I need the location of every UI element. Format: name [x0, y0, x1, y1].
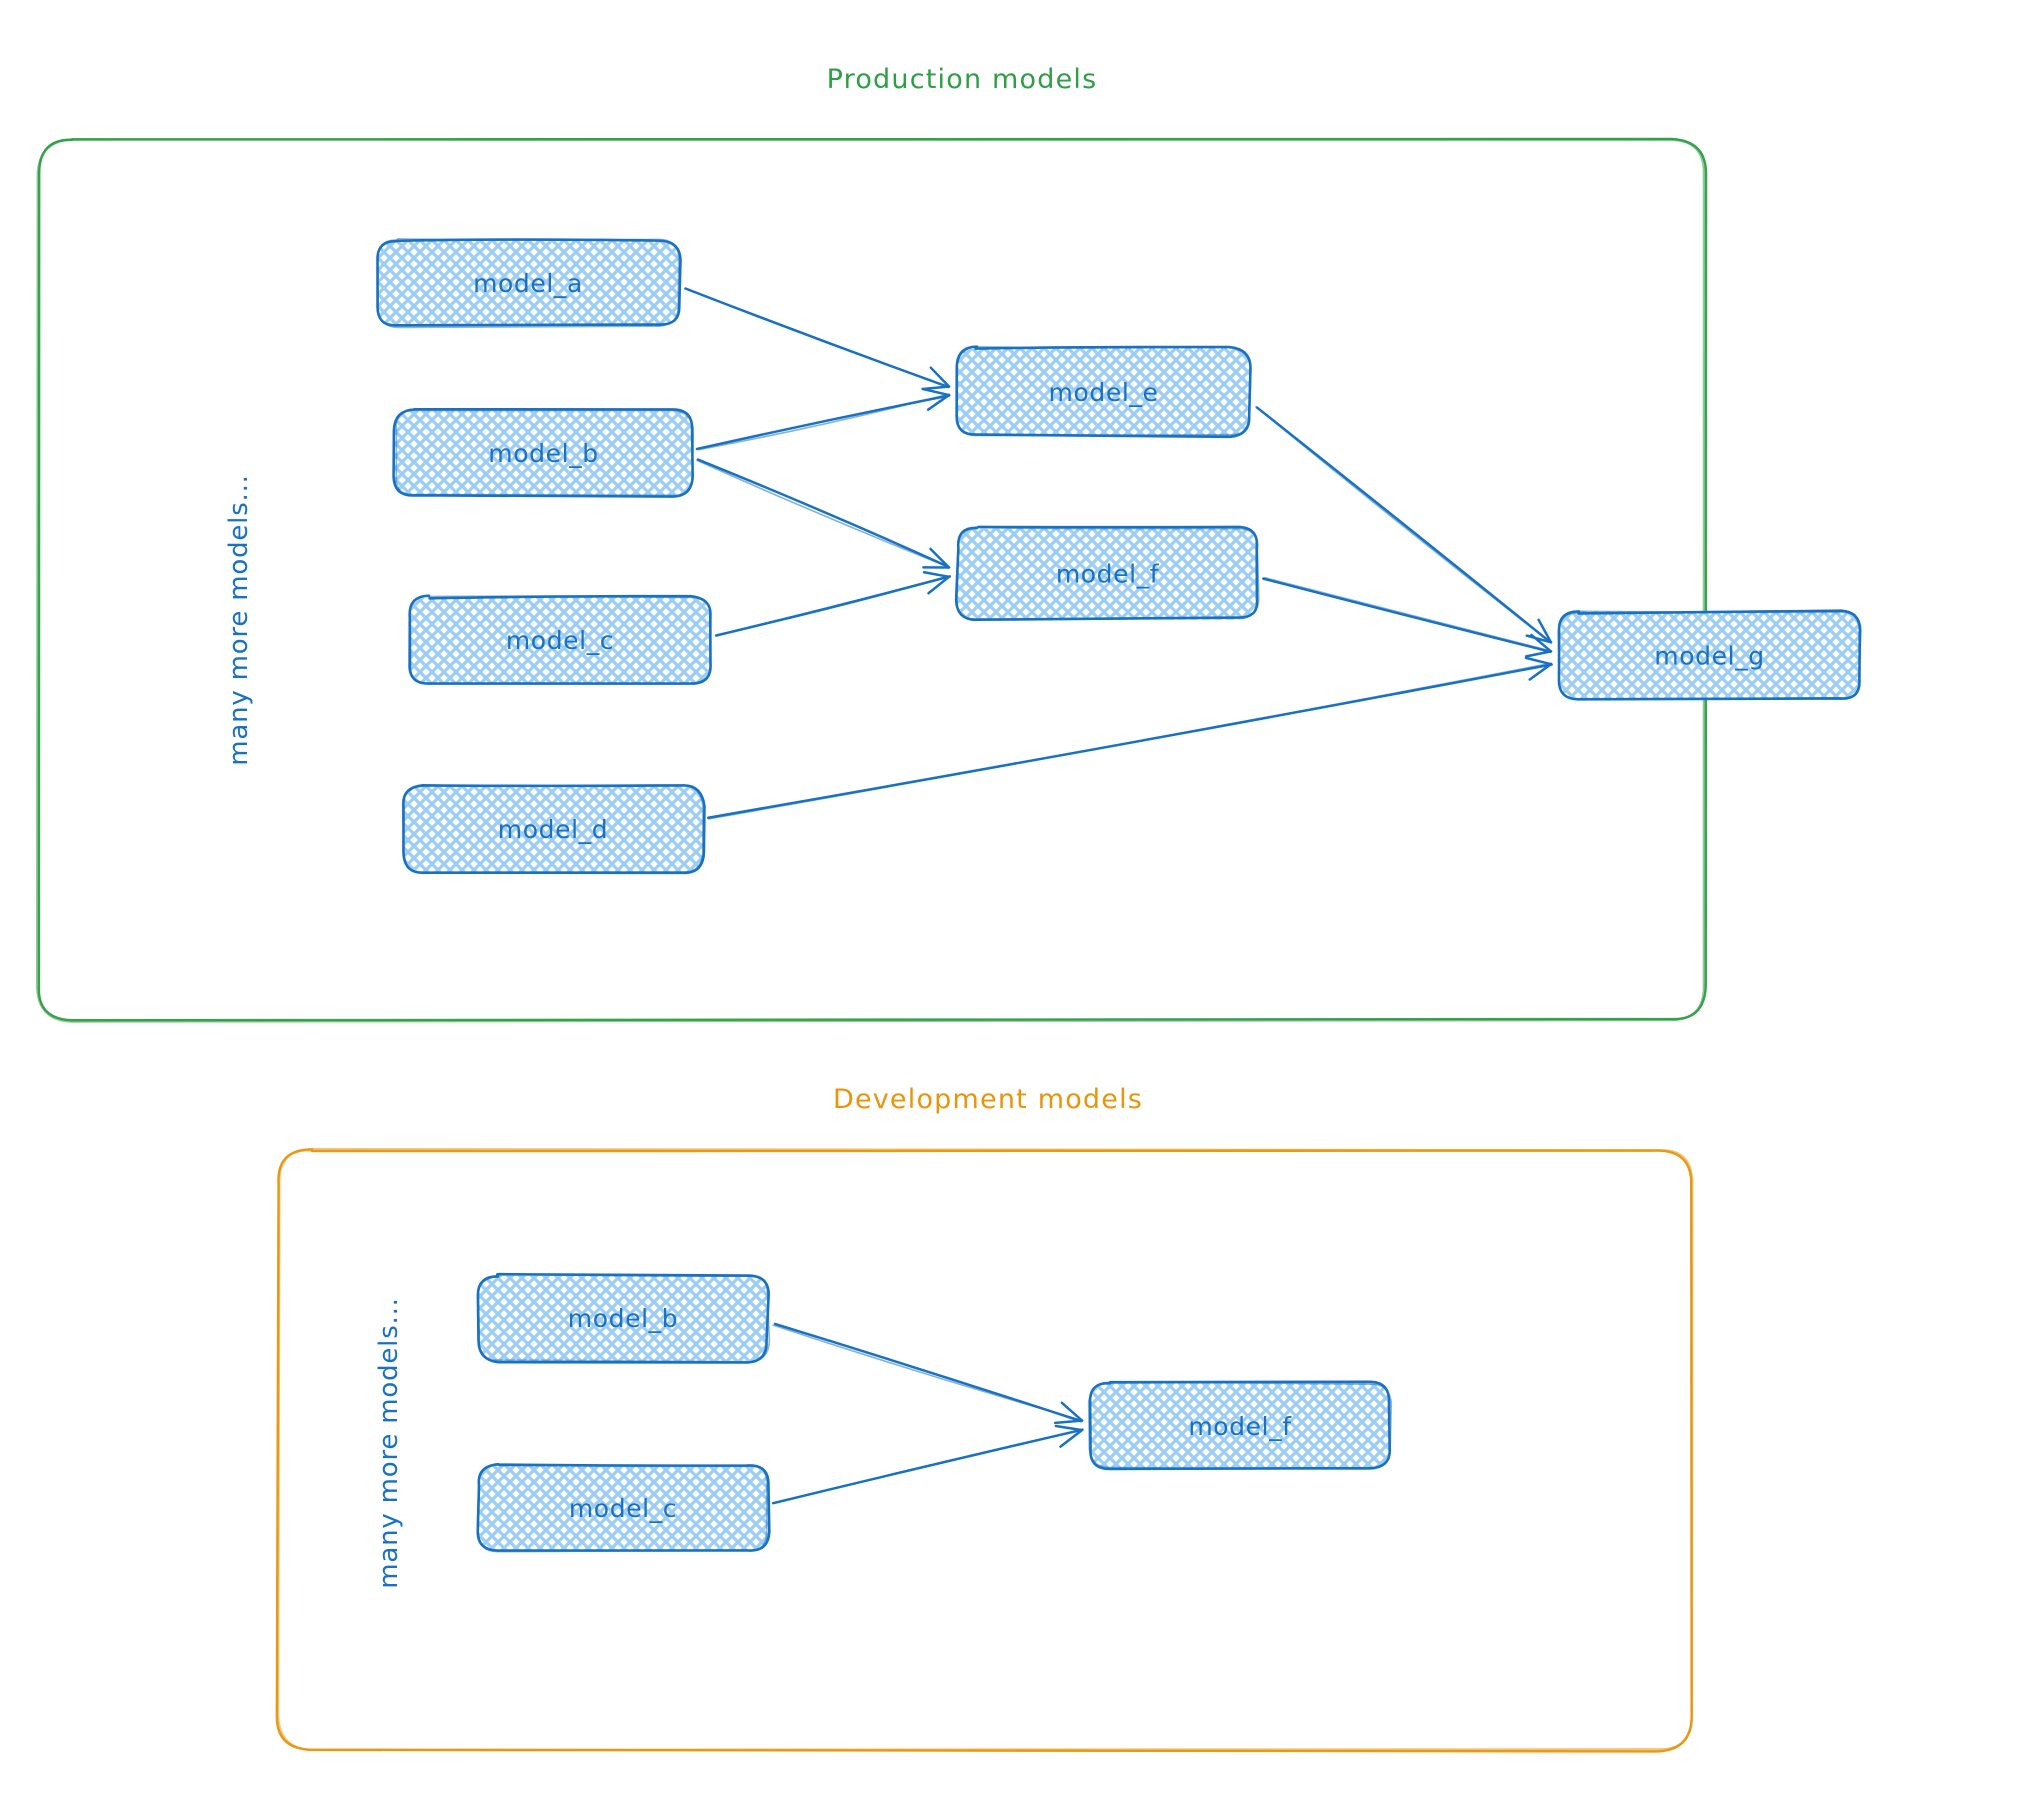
group-title-development: Development models — [833, 1084, 1143, 1115]
edge-prod_f-to-prod_g[interactable] — [1262, 576, 1553, 658]
group-border — [275, 1148, 1693, 1753]
node-dev_b[interactable]: model_b — [476, 1272, 771, 1364]
edge-line — [707, 662, 1553, 820]
node-prod_d[interactable]: model_d — [401, 783, 706, 875]
node-border — [377, 238, 680, 329]
node-border — [477, 1272, 771, 1363]
node-label: model_b — [568, 1304, 678, 1333]
edge-line — [696, 459, 951, 569]
group-border — [276, 1147, 1694, 1752]
node-prod_f[interactable]: model_f — [954, 525, 1260, 622]
edge-prod_d-to-prod_g[interactable] — [707, 656, 1553, 820]
edge-arrowhead — [927, 575, 951, 595]
node-fill — [478, 1464, 769, 1552]
node-fill — [1558, 611, 1861, 700]
edge-line — [685, 287, 949, 388]
edge-arrowhead — [921, 387, 951, 397]
edge-line — [1262, 577, 1552, 653]
edge-prod_c-to-prod_f[interactable] — [714, 570, 952, 637]
node-border — [395, 408, 695, 497]
edge-arrowhead — [1054, 1424, 1084, 1432]
node-label: model_f — [1056, 560, 1160, 589]
edge-arrowhead — [1528, 662, 1553, 681]
edge-arrowhead — [1060, 1401, 1084, 1422]
edge-line — [696, 458, 950, 568]
node-fill — [403, 785, 704, 873]
node-fill — [408, 597, 712, 684]
edge-prod_a-to-prod_e[interactable] — [684, 287, 951, 391]
node-fill — [1089, 1382, 1391, 1470]
node-border — [956, 345, 1252, 437]
node-label: model_d — [498, 815, 608, 844]
node-label: model_b — [488, 439, 598, 468]
node-border — [476, 1463, 768, 1553]
node-label: model_e — [1049, 378, 1159, 407]
edge-arrowhead — [929, 547, 951, 569]
edge-prod_b-to-prod_e[interactable] — [695, 387, 951, 451]
edge-arrowhead — [1537, 618, 1553, 644]
edge-prod_b-to-prod_f[interactable] — [696, 458, 951, 569]
group-side-label-development: many more models... — [374, 1297, 404, 1589]
node-label: model_a — [473, 269, 583, 298]
node-fill — [956, 527, 1259, 620]
edge-arrowhead — [1525, 634, 1553, 644]
node-prod_a[interactable]: model_a — [376, 238, 682, 329]
edge-arrowhead — [1530, 633, 1553, 653]
edges-layer — [684, 287, 1553, 1505]
node-prod_c[interactable]: model_c — [407, 594, 712, 685]
group-border — [35, 138, 1706, 1023]
node-border — [956, 526, 1260, 620]
node-border — [407, 595, 712, 685]
group-frame-production[interactable] — [35, 137, 1708, 1023]
node-dev_c[interactable]: model_c — [476, 1462, 771, 1553]
edge-arrowhead — [1525, 650, 1553, 658]
node-border — [1557, 610, 1862, 701]
node-border — [401, 783, 704, 874]
node-label: model_f — [1188, 1412, 1292, 1441]
group-title-production: Production models — [827, 64, 1098, 95]
node-prod_g[interactable]: model_g — [1557, 609, 1862, 701]
edge-dev_c-to-dev_f[interactable] — [771, 1424, 1084, 1505]
edge-line — [772, 1324, 1084, 1422]
edge-line — [1264, 576, 1552, 652]
node-label: model_g — [1654, 642, 1764, 671]
edge-arrowhead — [1053, 1419, 1084, 1425]
edge-line — [1255, 406, 1552, 644]
nodes-layer: model_a model_b model_c model_d model_emodel… — [376, 238, 1862, 1553]
edge-arrowhead — [926, 393, 951, 411]
group-frame-development[interactable] — [275, 1147, 1694, 1753]
labels-layer: Production models many more models... Deve… — [224, 64, 1143, 1589]
edge-line — [697, 393, 950, 451]
edge-arrowhead — [929, 366, 951, 388]
node-prod_b[interactable]: model_b — [392, 407, 695, 498]
group-side-label-production: many more models... — [224, 474, 254, 766]
group-border — [37, 137, 1708, 1022]
node-label: model_c — [569, 1494, 677, 1523]
node-fill — [478, 1274, 768, 1362]
node-prod_e[interactable]: model_e — [955, 345, 1252, 439]
edge-line — [773, 1429, 1083, 1505]
groups-layer — [35, 137, 1708, 1753]
node-border — [1087, 1381, 1393, 1470]
edge-dev_b-to-dev_f[interactable] — [772, 1322, 1084, 1425]
edge-arrowhead — [1059, 1428, 1084, 1448]
node-label: model_c — [506, 626, 614, 655]
edge-arrowhead — [922, 570, 951, 579]
node-fill — [956, 347, 1251, 436]
edge-line — [1255, 405, 1552, 644]
edge-line — [715, 575, 950, 636]
edge-prod_e-to-prod_g[interactable] — [1255, 405, 1553, 644]
node-dev_f[interactable]: model_f — [1087, 1380, 1393, 1471]
edge-arrowhead — [1524, 656, 1553, 666]
node-fill — [376, 239, 680, 327]
edge-arrowhead — [921, 385, 951, 391]
node-fill — [394, 409, 693, 496]
